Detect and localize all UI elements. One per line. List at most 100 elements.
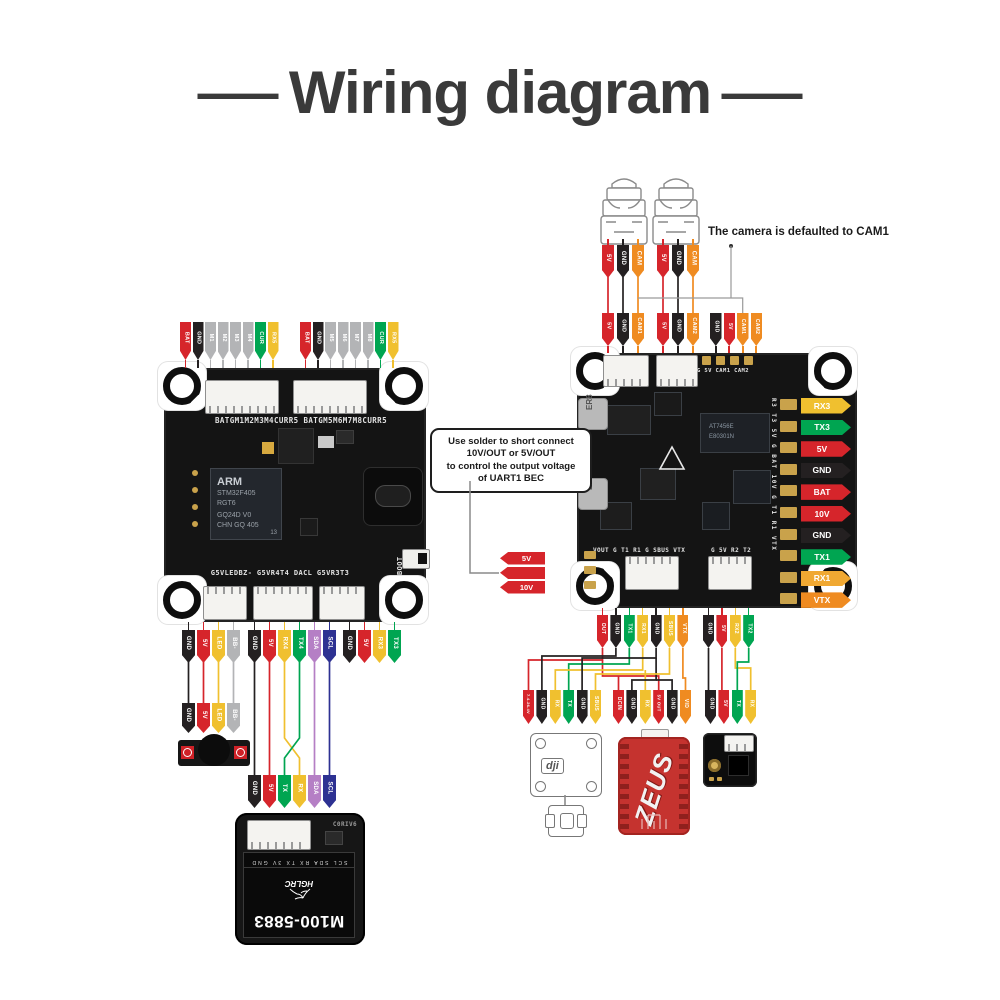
note-line: of UART1 BEC [478,473,544,485]
mount-hole [808,347,857,396]
flag-RX: RX [639,690,651,724]
gps-label: M100-5883 HGLRC SCL SDA RX TX 3V GND [243,852,355,938]
flag-RX2: RX2 [729,615,741,648]
flag-5V: 5V [197,630,210,663]
dji-air-unit: dji [530,733,602,797]
gps-pin-row: SCL SDA RX TX 3V GND [244,859,354,868]
capacitor [262,442,274,454]
flag-CAM1: CAM1 [632,313,644,346]
flag-RX: RX [293,775,306,808]
flag-TX1: TX1 [623,615,635,648]
ufl-antenna-connector [708,759,721,772]
flag-TX: TX [563,690,575,724]
mount-hole [158,575,207,624]
flag-SDA: SDA [308,630,321,663]
flag-TX: TX [731,690,743,724]
boot-button [402,549,430,569]
bec-pad-5v [584,551,596,559]
camera-default-note: The camera is defaulted to CAM1 [708,226,889,238]
flag-GND: GND [312,322,324,360]
flag-GND: GND [666,690,678,724]
fet-chip [654,392,682,416]
flag-GND: GND [710,313,722,346]
flag-TX: TX [278,775,291,808]
flag-5V OUT: 5V OUT [653,690,665,724]
flag-GND: GND [536,690,548,724]
usb-c-port [363,467,423,526]
flag-GND: GND [801,527,851,544]
flag-RX4: RX4 [278,630,291,663]
receiver-connector [724,735,754,752]
gps-module: C0RIV6 M100-5883 HGLRC SCL SDA RX TX 3V … [235,813,365,945]
flag-GND: GND [343,630,356,663]
fc-silk-bottom: G5VLEDBZ- G5VR4T4 DACL G5VR3T3 [210,569,350,577]
motor-connector-2 [293,380,367,414]
flag-GND: GND [182,630,195,663]
solder-pad [192,470,198,476]
flag-TX3: TX3 [388,630,401,663]
inductor-er8: ER8 [578,474,608,510]
inductor-label: ER8 [585,393,595,410]
bottom-connector-3 [319,586,365,620]
bottom-connector-2 [253,586,313,620]
cam-pad [702,356,711,365]
side-pad [780,485,797,496]
receiver-module [703,733,757,787]
chip-brand: ARM [217,476,243,488]
title-dash-left: — [197,62,279,123]
uart2-silk: G 5V R2 T2 [711,547,752,554]
flag-GND: GND [703,615,714,648]
flag-GND: GND [617,245,629,278]
title-text: Wiring diagram [288,59,712,126]
title-dash-right: — [721,62,803,123]
component [336,430,354,444]
flag-RX5: RX5 [267,322,279,360]
flag-GND: GND [650,615,662,648]
bec-pad-out [584,566,596,574]
flag-CAM2: CAM2 [687,313,699,346]
flag-M6: M6 [337,322,349,360]
flag-M5: M5 [325,322,336,360]
flag-5V: 5V [602,313,614,346]
side-pad [780,399,797,410]
side-pad [780,572,797,583]
flag-GND: GND [617,313,629,346]
flag-CAM1: CAM1 [737,313,749,346]
esc-mcu [702,502,730,530]
flag-RX: RX [745,690,757,724]
flag-BAT: BAT [180,322,191,360]
flag-CAM: CAM [687,245,699,278]
inductor-er8: ER8 [578,394,608,430]
mount-hole [379,362,428,411]
flag-TX2: TX2 [743,615,755,648]
flag-10V: 10V [500,581,545,594]
flag-SBUS: SBUS [590,690,601,724]
flag-BB-: BB- [227,630,240,663]
mount-hole [158,362,207,411]
mcu-chip: ARM STM32F405 RGT6 GQ24D V0 CHN GQ 405 1… [210,468,282,540]
flag-5V: 5V [263,630,276,663]
cam2-connector [656,355,698,387]
gps-corner-silk: C0RIV6 [332,821,357,828]
note-line: to control the output voltage [446,460,576,472]
cam-pad [716,356,725,365]
flag-GND: GND [705,690,716,724]
buzzer-pad [181,746,194,759]
flag-GND: GND [576,690,588,724]
flag-GND: GND [672,313,684,346]
flag-TX4: TX4 [293,630,306,663]
chip-line: GQ24D V0 [217,512,252,519]
uart1-silk: VOUT G T1 R1 G SBUS VTX [593,547,686,554]
cam-pads-silk: G 5V CAM1 CAM2 [697,368,749,374]
buzzer-pad [234,746,247,759]
antler-icon [289,888,311,900]
flag-blank [500,566,545,579]
side-pad [780,421,797,432]
gps-model: M100-5883 [253,912,345,931]
flag-GND: GND [672,245,684,278]
flag-LED: LED [212,630,225,663]
flag-GND: GND [248,775,261,808]
solder-pad [192,521,198,527]
fet-chip [640,468,676,500]
